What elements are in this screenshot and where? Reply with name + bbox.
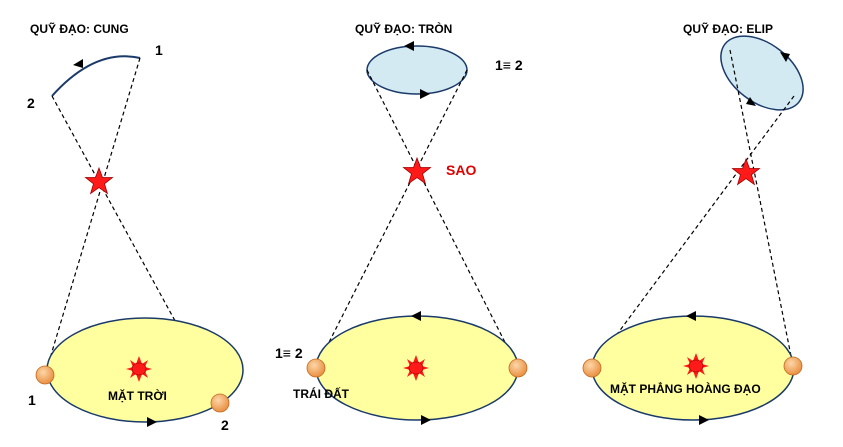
- arrow-icon: [147, 417, 157, 427]
- earth-icon: [508, 358, 528, 378]
- earth-icon: [35, 365, 55, 385]
- arrow-icon: [73, 59, 83, 68]
- arrow-icon: [421, 415, 431, 425]
- panel-circle: QUỸ ĐẠO: TRÒN 1≡ 2 SAO 1≡ 2 TRÁI ĐẤT: [275, 21, 528, 425]
- arc-point-label-1: 1: [155, 42, 163, 58]
- earth-icon: [783, 356, 803, 376]
- earth-icon: [306, 358, 326, 378]
- sight-line: [591, 95, 795, 369]
- arrow-icon: [686, 311, 696, 321]
- star-icon: [403, 157, 431, 184]
- panel-ellipse: QUỸ ĐẠO: ELIP MẶT PHẲNG HOÀNG ĐẠO: [582, 21, 804, 425]
- ecliptic-plane-label: MẶT PHẲNG HOÀNG ĐẠO: [610, 381, 761, 396]
- earth-position-label-2: 2: [221, 417, 229, 433]
- arrow-icon: [780, 52, 790, 62]
- arrow-icon: [411, 311, 421, 321]
- sight-line: [51, 95, 221, 404]
- apparent-orbit: [366, 45, 468, 95]
- earth-label: TRÁI ĐẤT: [293, 386, 350, 401]
- star-icon: [85, 167, 113, 194]
- panel-arc: QUỸ ĐẠO: CUNG 1 2 MẶT TRỜI 1 2: [27, 21, 244, 433]
- arc-point-label-2: 2: [27, 95, 35, 111]
- arrow-icon: [699, 415, 709, 425]
- sight-line: [729, 49, 794, 367]
- sight-line: [44, 57, 141, 376]
- earth-position-label-1: 1: [28, 392, 36, 408]
- arrow-icon: [420, 89, 430, 99]
- earth-position-label: 1≡ 2: [275, 345, 303, 361]
- star-label: SAO: [446, 162, 476, 178]
- panel-title: QUỸ ĐẠO: CUNG: [30, 21, 129, 36]
- arrow-icon: [746, 97, 756, 106]
- apparent-arc: [51, 55, 141, 97]
- sun-label: MẶT TRỜI: [108, 388, 167, 403]
- panel-title: QUỸ ĐẠO: ELIP: [683, 21, 773, 36]
- arrow-icon: [404, 41, 414, 51]
- earth-icon: [582, 358, 602, 378]
- earth-icon: [210, 393, 230, 413]
- apparent-point-label: 1≡ 2: [495, 57, 523, 73]
- apparent-orbit: [720, 35, 804, 111]
- panel-title: QUỸ ĐẠO: TRÒN: [355, 21, 452, 36]
